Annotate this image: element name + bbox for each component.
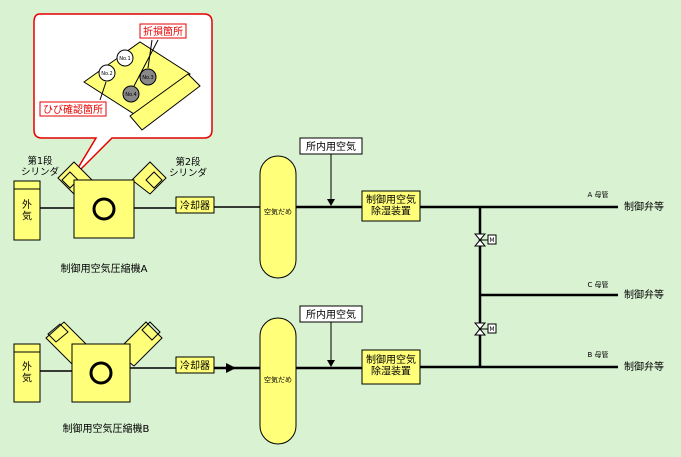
crack-label: ひび確認箇所 [43,103,103,116]
destination-a: 制御弁等 [624,200,664,213]
piston-label-3: No.3 [142,75,153,81]
piston-no4 [122,85,140,103]
stage1-label: 第1段シリンダ [21,155,60,178]
plant-air-a-label: 所内用空気 [306,140,356,153]
piston-label-4: No.4 [125,92,136,98]
plant-air-b-label: 所内用空気 [306,308,356,321]
piston-label-1: No.1 [119,56,130,62]
piston-no2 [98,64,116,82]
intake-a: 外気 [13,180,41,241]
valve-upper: M [473,233,497,247]
dryer-b: 制御用空気除湿装置 [361,349,421,385]
compressor-b: 制御用空気圧縮機B [45,321,163,435]
intake-b-label: 外気 [22,361,32,385]
cooler-a: 冷却器 [175,196,215,214]
cooler-a-label: 冷却器 [180,199,210,212]
tank-b: 空気だめ [259,317,297,445]
piston-label-2: No.2 [101,71,112,77]
valve-lower-symbol: M [489,326,494,333]
plant-air-b: 所内用空気 [299,305,363,323]
crack-label-box: ひび確認箇所 [39,101,107,117]
valve-upper-symbol: M [489,237,494,244]
compressor-a-name: 制御用空気圧縮機A [61,262,148,275]
header-c-label: C 母管 [587,280,608,289]
compressor-a-stage-labels: 第1段シリンダ 第2段シリンダ [21,155,208,179]
damage-label: 折損箇所 [143,25,183,38]
callout-cylinder-closeup: No.1 No.2 No.3 No.4 [83,39,201,131]
damage-label-box: 折損箇所 [139,23,187,39]
intake-a-label: 外気 [22,199,32,223]
stage2-label: 第2段シリンダ [169,156,208,179]
destination-b: 制御弁等 [624,360,664,373]
compressor-b-name: 制御用空気圧縮機B [63,422,150,435]
header-a-label: A 母管 [587,190,608,199]
dryer-a: 制御用空気除湿装置 [361,190,421,222]
compressor-a: 制御用空気圧縮機A [57,161,167,275]
intake-b: 外気 [13,343,41,403]
destination-c: 制御弁等 [624,288,664,301]
piston-no3 [139,68,157,86]
tank-a-label: 空気だめ [264,207,292,216]
plant-air-a: 所内用空気 [299,137,363,155]
tank-a: 空気だめ [259,155,297,279]
valve-lower: M [473,322,497,336]
piston-no1 [116,49,134,67]
header-b-label: B 母管 [587,350,608,359]
dryer-b-label: 制御用空気除湿装置 [366,353,416,378]
tank-b-label: 空気だめ [264,375,292,384]
cooler-b: 冷却器 [175,356,215,374]
dryer-a-label: 制御用空気除湿装置 [366,193,416,218]
cooler-b-label: 冷却器 [180,359,210,372]
